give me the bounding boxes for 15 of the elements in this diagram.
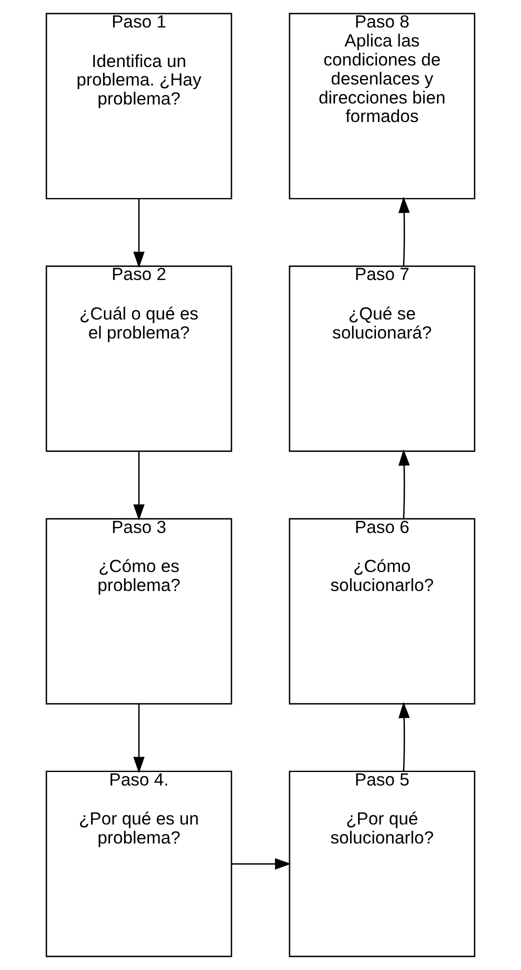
node-box: Paso 7 ¿Qué se solucionará? (288, 266, 476, 452)
node-box: Paso 8 Aplica las condiciones de desenlaces y direcciones bien formados (288, 12, 476, 200)
arrow (133, 704, 145, 774)
node-box: Paso 3 ¿Cómo es problema? (46, 518, 232, 704)
node-box: Paso 2 ¿Cuál o qué es el problema? (46, 266, 232, 452)
node-box: Paso 1 Identifica un problema. ¿Hay problema? (46, 12, 232, 200)
arrow (133, 451, 145, 521)
node-box: Paso 6 ¿Cómo solucionarlo? (288, 518, 476, 704)
arrow (232, 858, 292, 870)
arrow (133, 198, 145, 268)
arrow (398, 449, 410, 519)
node-box: Paso 5 ¿Por qué solucionarlo? (288, 770, 476, 958)
node-box: Paso 4. ¿Por qué es un problema? (46, 770, 232, 958)
arrow (398, 196, 410, 266)
arrow (398, 702, 410, 772)
